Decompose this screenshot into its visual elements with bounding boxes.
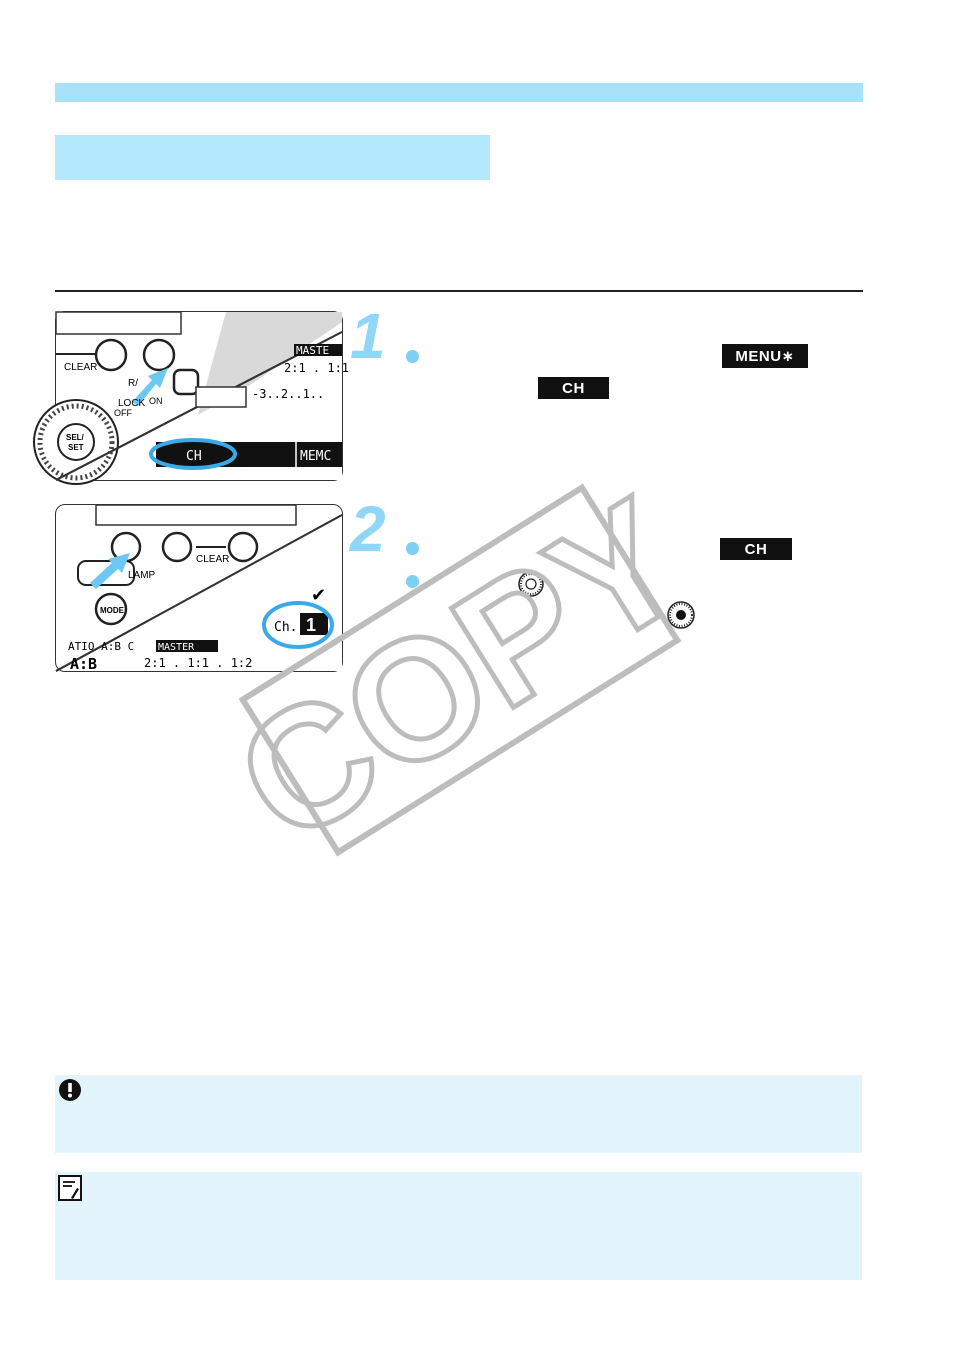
wireless-icon: ✔ (311, 585, 326, 606)
highlight-ring (149, 438, 237, 470)
lcd-ch-value: 1 (306, 615, 316, 635)
note-box (55, 1172, 862, 1280)
lcd-ratio-values: 2:1 . 1:1 . 1:2 (144, 656, 252, 670)
watermark-text: COPY (206, 463, 715, 879)
divider (55, 290, 863, 292)
note-icon (58, 1175, 82, 1201)
caution-box (55, 1075, 862, 1153)
lock-label: LOCK (118, 398, 146, 409)
set-label: SET (68, 443, 84, 452)
lcd-memo: MEMC (300, 449, 331, 464)
ch-menu-badge: CH (538, 377, 609, 399)
off-label: OFF (114, 408, 132, 418)
step-number-1: 1 (350, 300, 386, 372)
quick-control-dial-icon (518, 571, 544, 597)
press-arrow-icon (132, 368, 168, 406)
sel-label: SEL/ (66, 433, 85, 442)
header-band (55, 83, 863, 102)
lamp-label: LAMP (128, 570, 156, 581)
lcd-ratio-label: ATIO A:B C (68, 640, 134, 653)
highlight-ring (262, 601, 334, 649)
bullet (406, 350, 419, 363)
r-label: R/ (128, 378, 138, 389)
lcd-master: MASTER (158, 642, 195, 653)
on-label: ON (149, 396, 163, 406)
clear-label: CLEAR (196, 554, 229, 565)
step1-flash-panel: CLEAR R/ LOCK OFF ON SEL/ SET MASTE 2:1 … (33, 311, 349, 485)
copy-watermark: COPY (204, 461, 718, 882)
lcd-master: MASTE (296, 344, 329, 357)
section-title-box (55, 135, 490, 180)
set-button-icon (667, 601, 695, 629)
lcd-ratio: 2:1 . 1:1 (284, 361, 349, 375)
lcd-scale: -3..2..1.. (252, 387, 324, 401)
clear-label: CLEAR (64, 362, 97, 373)
lcd-ab: A:B (70, 655, 97, 673)
caution-icon (59, 1079, 81, 1101)
mode-label: MODE (100, 606, 125, 615)
step-number-2: 2 (350, 493, 386, 565)
step2-flash-panel: CLEAR LAMP MODE ✔ Ch. 1 ATIO A:B C MASTE… (55, 504, 343, 673)
lcd-ch-prefix: Ch. (274, 620, 297, 635)
ch-menu-badge: CH (720, 538, 792, 560)
bullet (406, 575, 419, 588)
menu-button-icon: MENU∗ (722, 344, 808, 368)
step2-illustration: CLEAR LAMP MODE ✔ Ch. 1 ATIO A:B C MASTE… (55, 504, 343, 673)
step1-illustration: CLEAR R/ LOCK OFF ON SEL/ SET MASTE 2:1 … (33, 311, 349, 485)
bullet (406, 542, 419, 555)
press-arrow-icon (90, 553, 130, 589)
lcd-ch: CH (186, 449, 202, 464)
